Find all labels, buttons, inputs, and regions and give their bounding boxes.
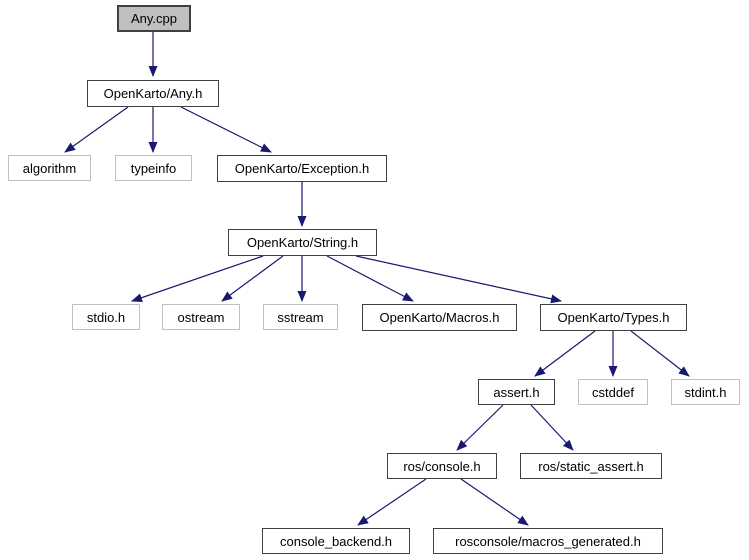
edge-types-assert (534, 330, 596, 377)
node-openkarto-macros-h[interactable]: OpenKarto/Macros.h (362, 304, 517, 331)
node-stdio-h: stdio.h (72, 304, 140, 330)
node-ros-console-h[interactable]: ros/console.h (387, 453, 497, 479)
node-openkarto-any-h[interactable]: OpenKarto/Any.h (87, 80, 219, 107)
node-ostream: ostream (162, 304, 240, 330)
edge-string-ostream (221, 255, 284, 302)
node-stdint-h: stdint.h (671, 379, 740, 405)
edge-anyh-exception (180, 106, 272, 153)
node-rosconsole-macros-generated-h[interactable]: rosconsole/macros_generated.h (433, 528, 663, 554)
node-assert-h[interactable]: assert.h (478, 379, 555, 405)
node-console-backend-h[interactable]: console_backend.h (262, 528, 410, 554)
node-ros-static-assert-h[interactable]: ros/static_assert.h (520, 453, 662, 479)
edge-assert-console (456, 404, 504, 451)
node-cstddef: cstddef (578, 379, 648, 405)
edge-string-types (355, 255, 562, 304)
node-algorithm: algorithm (8, 155, 91, 181)
edge-assert-staticassert (530, 404, 574, 451)
edge-types-stdint (630, 330, 690, 377)
node-any-cpp: Any.cpp (117, 5, 191, 32)
edge-console-backend (357, 478, 427, 526)
edge-anyh-algorithm (64, 106, 129, 153)
node-sstream: sstream (263, 304, 338, 330)
node-openkarto-string-h[interactable]: OpenKarto/String.h (228, 229, 377, 256)
node-openkarto-types-h[interactable]: OpenKarto/Types.h (540, 304, 687, 331)
edge-string-stdio (131, 255, 264, 303)
node-typeinfo: typeinfo (115, 155, 192, 181)
edge-console-macrosgen (460, 478, 529, 526)
edge-string-macros (326, 255, 414, 302)
node-openkarto-exception-h[interactable]: OpenKarto/Exception.h (217, 155, 387, 182)
